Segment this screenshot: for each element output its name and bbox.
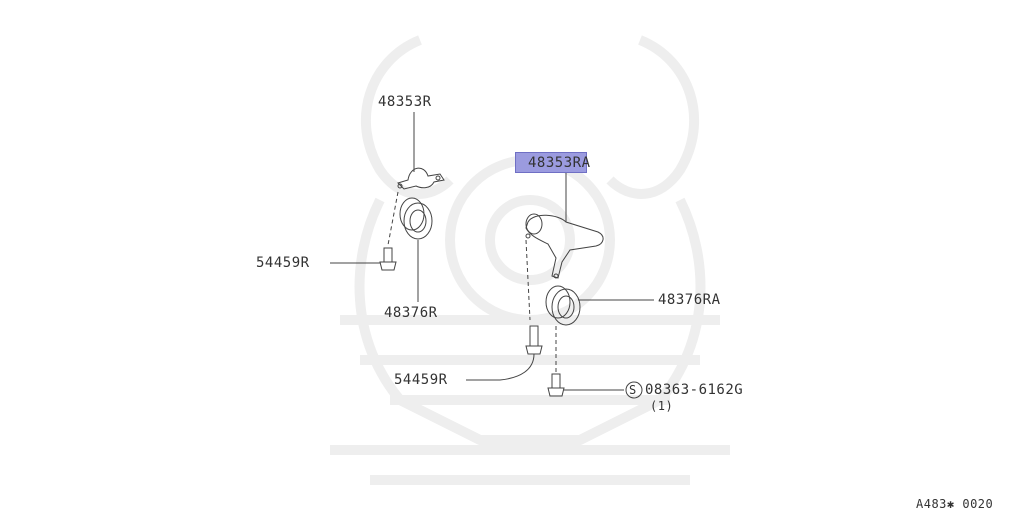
label-48376r[interactable]: 48376R <box>384 305 438 321</box>
label-48353ra-suffix: RA <box>572 155 591 171</box>
label-48353r[interactable]: 48353R <box>378 94 432 110</box>
label-screw-qty: (1) <box>650 399 674 413</box>
highlight-box <box>515 152 587 173</box>
samurai-helmet-watermark-icon <box>330 35 730 485</box>
label-54459r-center[interactable]: 54459R <box>394 372 448 388</box>
label-54459r-left[interactable]: 54459R <box>256 255 310 271</box>
label-48353ra-prefix: 48353 <box>528 155 573 171</box>
label-08363-6162g[interactable]: 08363-6162G <box>645 382 744 398</box>
label-48353ra[interactable]: 48353RA <box>528 155 591 171</box>
part-lines <box>330 112 654 399</box>
reference-code: A483✱ 0020 <box>916 497 994 511</box>
label-48376ra[interactable]: 48376RA <box>658 292 721 308</box>
screw-symbol: S <box>629 383 637 397</box>
